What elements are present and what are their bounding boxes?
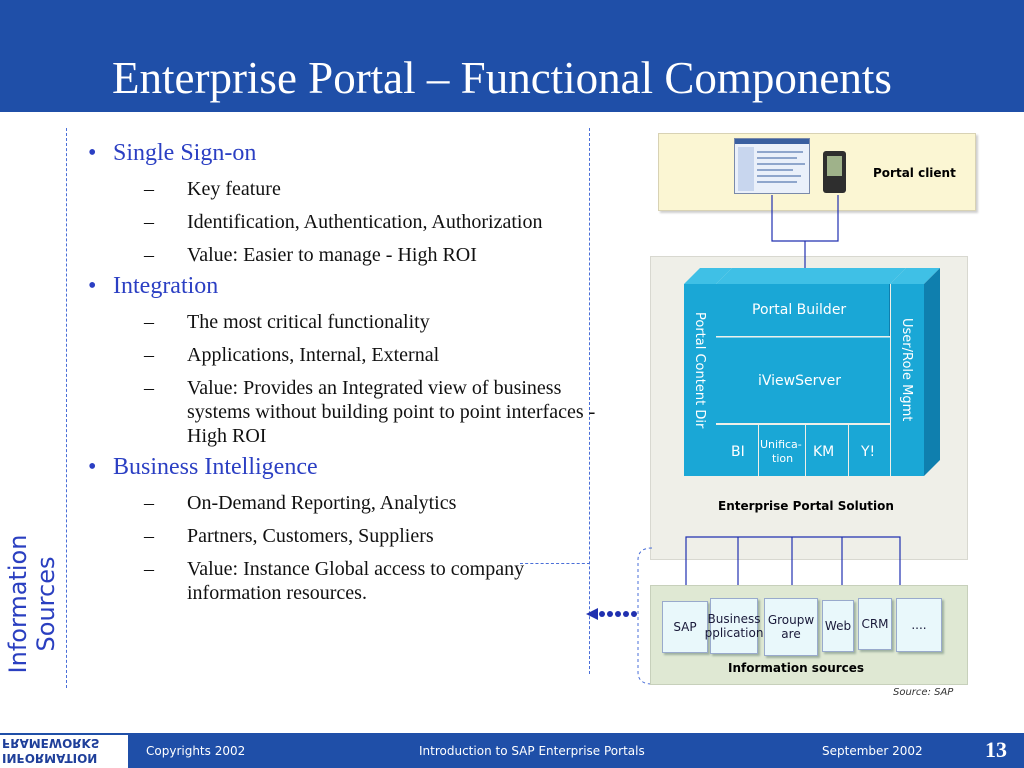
browser-window-icon <box>734 138 810 194</box>
iview-server-label: iViewServer <box>758 373 842 389</box>
pda-device-icon <box>823 151 846 193</box>
bullet-heading: •Single Sign-on <box>88 140 257 166</box>
module-unification-label-1: Unifica- <box>760 438 802 451</box>
portal-content-dir-label: Portal Content Dir <box>692 312 707 429</box>
source-sap-label: SAP <box>673 620 697 634</box>
bullet-heading: •Integration <box>88 273 219 299</box>
bullet-item-text: Value: Easier to manage - High ROI <box>187 244 477 266</box>
user-role-mgmt-top <box>890 268 940 284</box>
source-crm-label: CRM <box>861 617 889 631</box>
bullet-item: –Partners, Customers, Suppliers <box>144 525 434 547</box>
connector-browser <box>771 195 839 242</box>
source-more-label: .... <box>911 618 927 632</box>
module-yahoo-label: Y! <box>861 444 876 460</box>
source-sap: SAP <box>662 601 708 653</box>
bullet-item: –Identification, Authentication, Authori… <box>144 211 543 233</box>
portal-builder-block <box>716 284 890 336</box>
bullet-item-text: Value: Instance Global access to company… <box>187 558 525 604</box>
user-role-mgmt-side <box>924 268 940 476</box>
bullet-item-text: The most critical functionality <box>187 311 430 333</box>
bullet-item: –On-Demand Reporting, Analytics <box>144 492 457 514</box>
bullet-heading-text: Single Sign-on <box>113 140 257 166</box>
info-sources-bracket <box>637 547 653 685</box>
bullet-item-text: Key feature <box>187 178 281 200</box>
source-business-label-1: Business <box>707 612 761 626</box>
slide-title: Enterprise Portal – Functional Component… <box>112 53 892 103</box>
title-bar <box>0 0 1024 112</box>
bullet-item-text: Applications, Internal, External <box>187 344 440 366</box>
connector-sources <box>685 536 901 601</box>
bullet-item: –Value: Easier to manage - High ROI <box>144 244 477 266</box>
user-role-mgmt-block <box>891 284 924 476</box>
bullet-item-text: On-Demand Reporting, Analytics <box>187 492 457 514</box>
source-groupware-label-1: Groupw <box>767 613 815 627</box>
right-dashed-divider <box>589 128 590 674</box>
module-bi-label: BI <box>731 444 745 460</box>
information-sources-label: Information sources <box>728 661 865 675</box>
enterprise-portal-solution-label: Enterprise Portal Solution <box>718 499 894 513</box>
portal-client-label: Portal client <box>873 166 956 180</box>
source-groupware-label-2: are <box>781 627 801 641</box>
middle-slab-top <box>716 268 906 284</box>
left-dashed-divider <box>66 128 67 688</box>
source-crm: CRM <box>858 598 892 650</box>
logo-line2: INFORMATION <box>2 751 98 765</box>
source-web-label: Web <box>824 619 852 633</box>
source-business-label-2: pplication <box>704 626 764 640</box>
module-unification-label-2: tion <box>772 452 794 465</box>
bullet-heading-text: Business Intelligence <box>113 454 318 480</box>
arrow-left-icon <box>586 608 598 620</box>
bullet-item-text: Value: Provides an Integrated view of bu… <box>187 377 596 447</box>
footer-course-title: Introduction to SAP Enterprise Portals <box>419 744 645 758</box>
bullet-item: –Value: Provides an Integrated view of b… <box>144 377 596 447</box>
source-credit: Source: SAP <box>893 687 954 698</box>
source-web: Web <box>822 600 854 652</box>
module-km <box>806 425 848 476</box>
bullet-item: –Applications, Internal, External <box>144 344 440 366</box>
logo-line1: FRAMEWORKS <box>2 736 100 750</box>
module-km-label: KM <box>813 444 835 460</box>
module-yahoo <box>849 425 890 476</box>
bullet-item: –Value: Instance Global access to compan… <box>144 558 525 604</box>
module-bi <box>716 425 758 476</box>
footer-date: September 2002 <box>822 744 923 758</box>
portal-builder-label: Portal Builder <box>752 302 847 318</box>
bullet-heading-text: Integration <box>113 273 219 299</box>
module-unification <box>759 425 805 476</box>
iview-server-block <box>716 337 890 423</box>
footer-copyright: Copyrights 2002 <box>146 744 246 758</box>
bullet-item: –Key feature <box>144 178 281 200</box>
user-role-mgmt-label: User/Role Mgmt <box>899 318 914 422</box>
bullet-item: –The most critical functionality <box>144 311 430 333</box>
portal-content-dir-block <box>684 284 716 476</box>
bullet-item-text: Identification, Authentication, Authoriz… <box>187 211 543 233</box>
source-more: .... <box>896 598 942 652</box>
portal-client-box <box>658 133 976 211</box>
bullet-heading: •Business Intelligence <box>88 454 318 480</box>
info-sources-dashed-link <box>520 563 590 564</box>
footer-bar <box>0 733 1024 768</box>
information-frameworks-logo: FRAMEWORKS INFORMATION <box>0 735 128 768</box>
page-number: 13 <box>985 737 1007 762</box>
bullet-list: •Single Sign-on –Key feature –Identifica… <box>88 134 618 605</box>
bullet-item-text: Partners, Customers, Suppliers <box>187 525 434 547</box>
